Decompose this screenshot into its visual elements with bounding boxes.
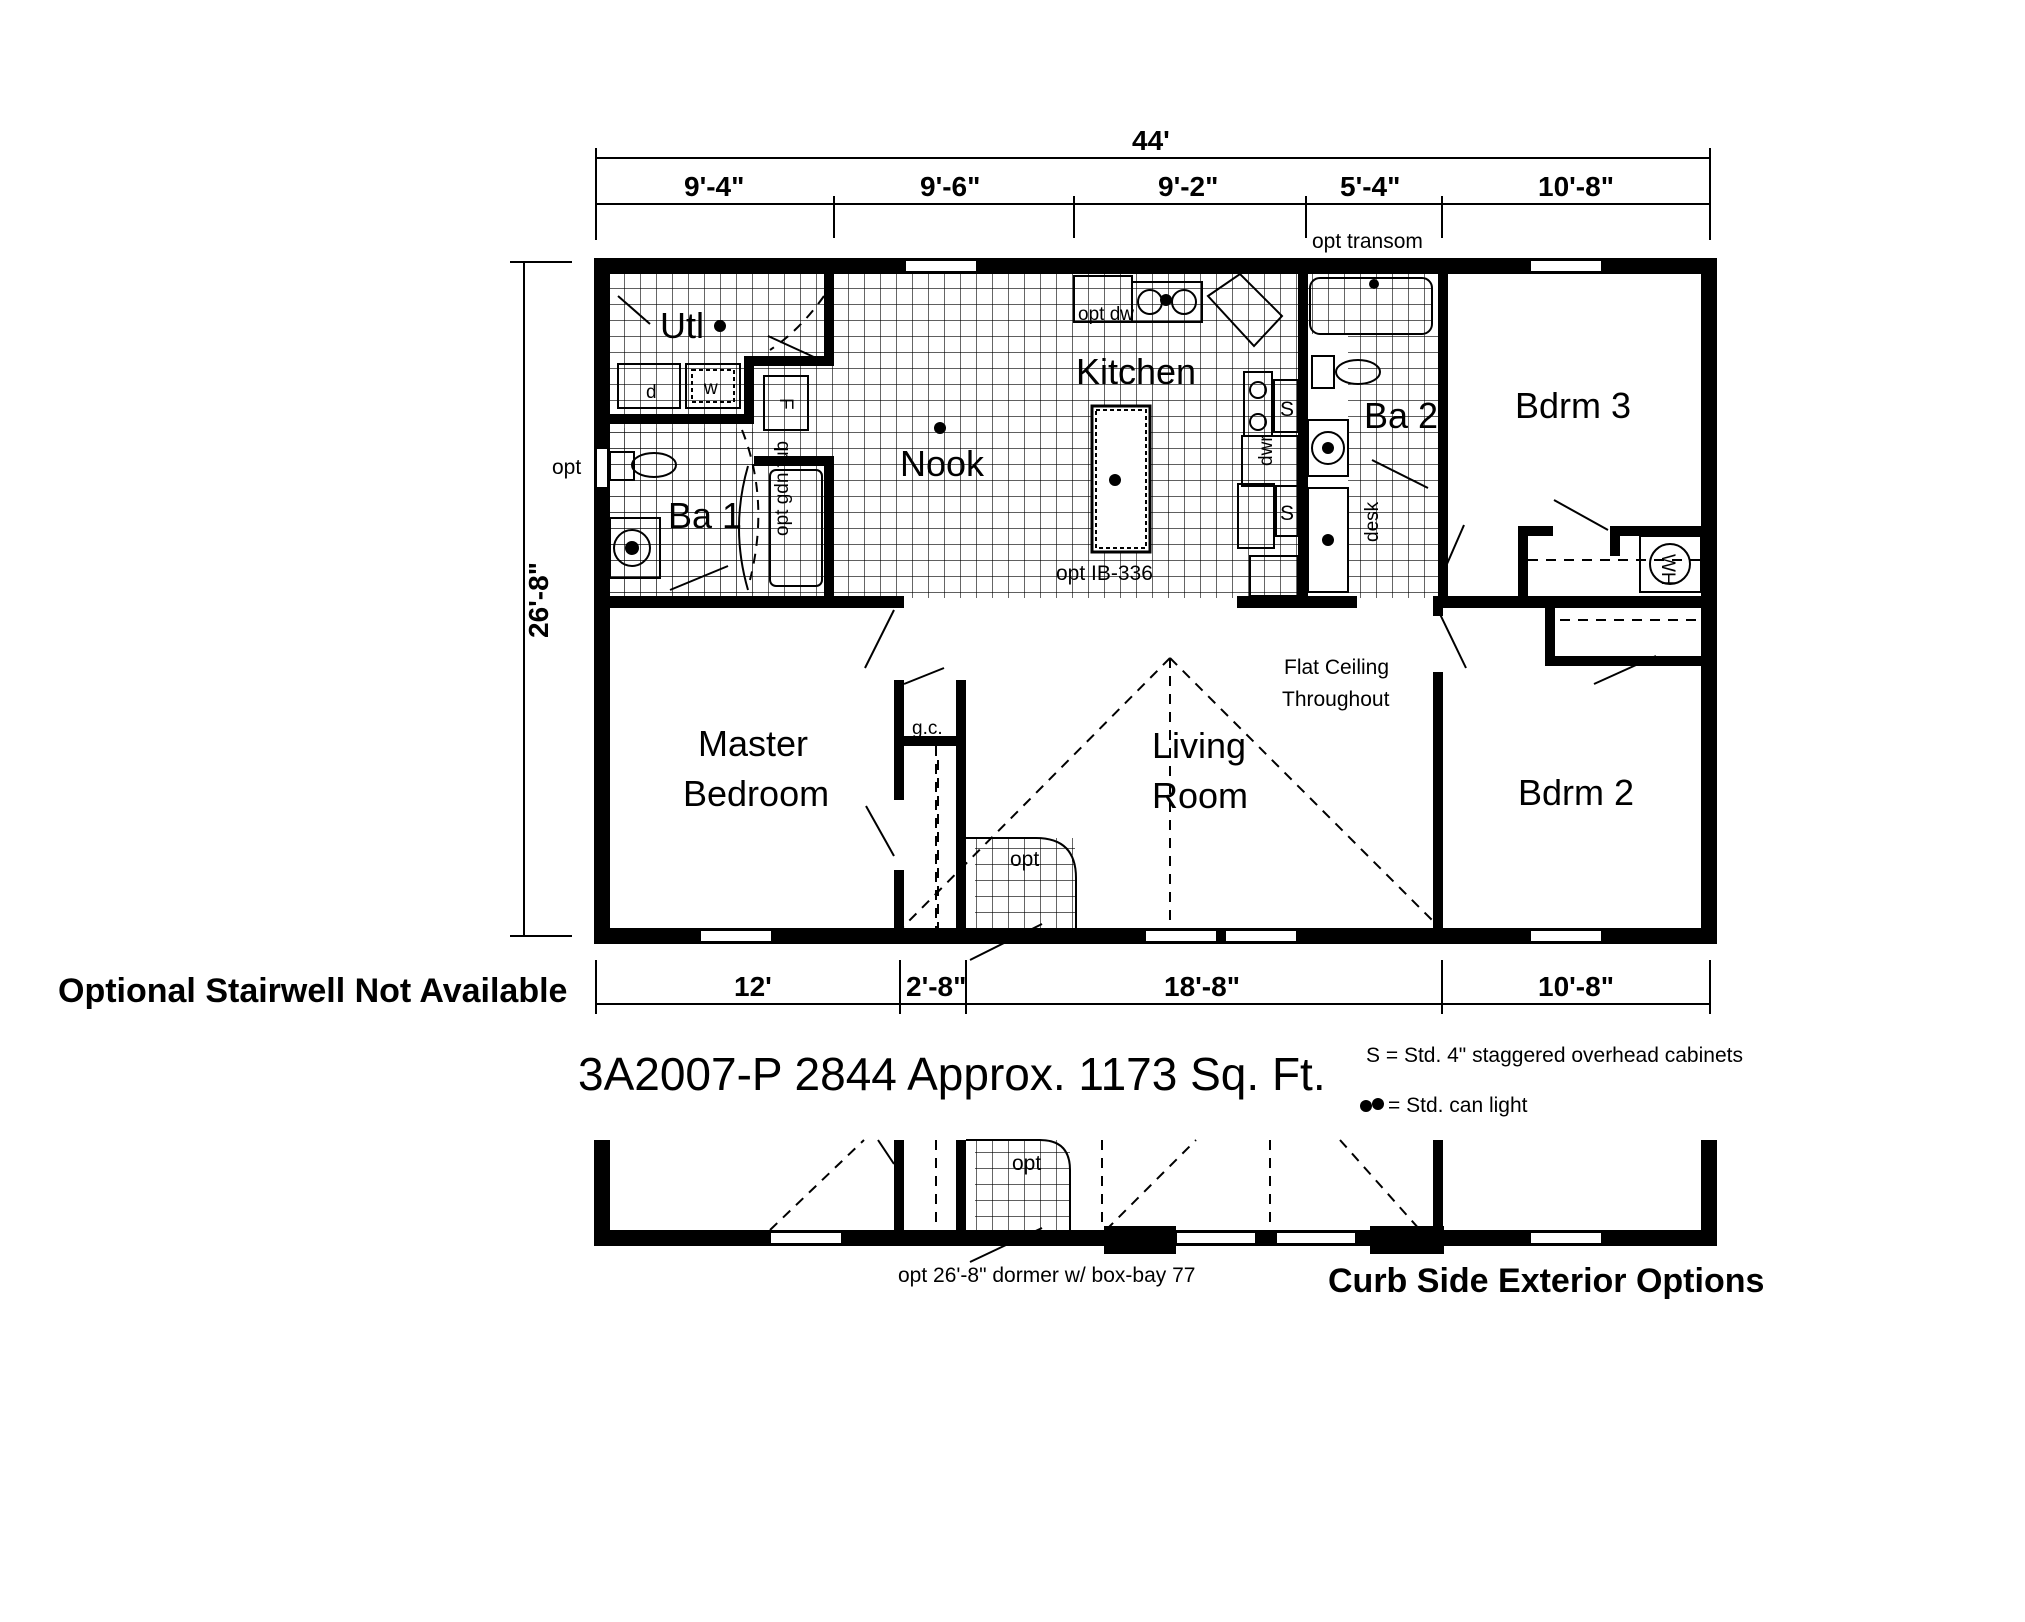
- label-opt-left: opt: [552, 456, 581, 479]
- fixtures: [609, 272, 1702, 928]
- model-title: 3A2007-P 2844 Approx. 1173 Sq. Ft.: [578, 1048, 1326, 1100]
- label-nook: Nook: [900, 443, 985, 484]
- note-stairwell: Optional Stairwell Not Available: [58, 972, 567, 1010]
- label-washer: w: [703, 378, 718, 399]
- label-opt-transom: opt transom: [1312, 230, 1423, 253]
- dim-top-4: 5'-4": [1340, 171, 1400, 202]
- note-flat-ceiling-1: Flat Ceiling: [1284, 656, 1389, 679]
- dim-top-1: 9'-4": [684, 171, 744, 202]
- curb-side-plan: opt: [594, 1139, 1717, 1263]
- windows: [595, 259, 1603, 943]
- label-master-2: Bedroom: [683, 773, 829, 814]
- label-opt-gdn-tub: opt gdn tub: [772, 441, 793, 536]
- dim-bottom-4: 10'-8": [1538, 971, 1614, 1002]
- legend-light: = Std. can light: [1388, 1094, 1528, 1117]
- note-dormer: opt 26'-8" dormer w/ box-bay 77: [898, 1264, 1195, 1287]
- note-curb-side: Curb Side Exterior Options: [1328, 1262, 1764, 1300]
- label-living-2: Room: [1152, 775, 1248, 816]
- dim-top-2: 9'-6": [920, 171, 980, 202]
- dim-bottom-1: 12': [734, 971, 772, 1002]
- can-lights: [714, 279, 1379, 1112]
- top-dimensions: 44' 9'-4" 9'-6" 9'-2" 5'-4" 10'-8": [595, 125, 1711, 240]
- fixture-labels: d w F opt dw S S dwr desk WH g.c. opt gd…: [552, 230, 1678, 871]
- bottom-dimensions: 12' 2'-8" 18'-8" 10'-8": [595, 960, 1711, 1014]
- legend-s: S = Std. 4" staggered overhead cabinets: [1366, 1044, 1743, 1067]
- label-opt-island: opt IB-336: [1056, 562, 1153, 585]
- label-living-1: Living: [1152, 725, 1246, 766]
- label-ba1: Ba 1: [668, 495, 742, 536]
- label-bdrm3: Bdrm 3: [1515, 385, 1631, 426]
- vault-lines: [901, 657, 1441, 929]
- dim-overall-depth: 26'-8": [523, 562, 554, 638]
- label-utl: Utl: [660, 305, 704, 346]
- label-furnace: F: [775, 398, 796, 410]
- label-master-1: Master: [698, 723, 808, 764]
- note-flat-ceiling-2: Throughout: [1282, 688, 1390, 711]
- dim-top-3: 9'-2": [1158, 171, 1218, 202]
- room-labels: Utl Nook Kitchen Ba 1 Ba 2 Bdrm 3 Bdrm 2…: [660, 305, 1634, 816]
- left-dimension: 26'-8": [510, 261, 572, 937]
- legend-light-icon: [1372, 1098, 1384, 1110]
- dim-bottom-3: 18'-8": [1164, 971, 1240, 1002]
- label-bdrm2: Bdrm 2: [1518, 772, 1634, 813]
- label-gc: g.c.: [912, 718, 943, 739]
- label-wh: WH: [1657, 554, 1678, 586]
- label-opt-fireplace: opt: [1010, 848, 1039, 871]
- label-dwr: dwr: [1256, 435, 1277, 466]
- label-opt-dw: opt dw: [1078, 304, 1134, 325]
- doors: [617, 295, 1657, 961]
- label-s-upper: S: [1280, 398, 1294, 421]
- dim-bottom-2: 2'-8": [906, 971, 966, 1002]
- label-opt-fireplace-alt: opt: [1012, 1152, 1041, 1175]
- label-desk: desk: [1362, 501, 1383, 542]
- interior-walls: [594, 274, 1717, 932]
- label-kitchen: Kitchen: [1076, 351, 1196, 392]
- tile-floor: [608, 274, 1438, 1230]
- dim-overall-width: 44': [1132, 125, 1170, 156]
- dim-top-5: 10'-8": [1538, 171, 1614, 202]
- label-ba2: Ba 2: [1364, 395, 1438, 436]
- label-dryer: d: [646, 382, 657, 403]
- label-s-lower: S: [1280, 502, 1294, 525]
